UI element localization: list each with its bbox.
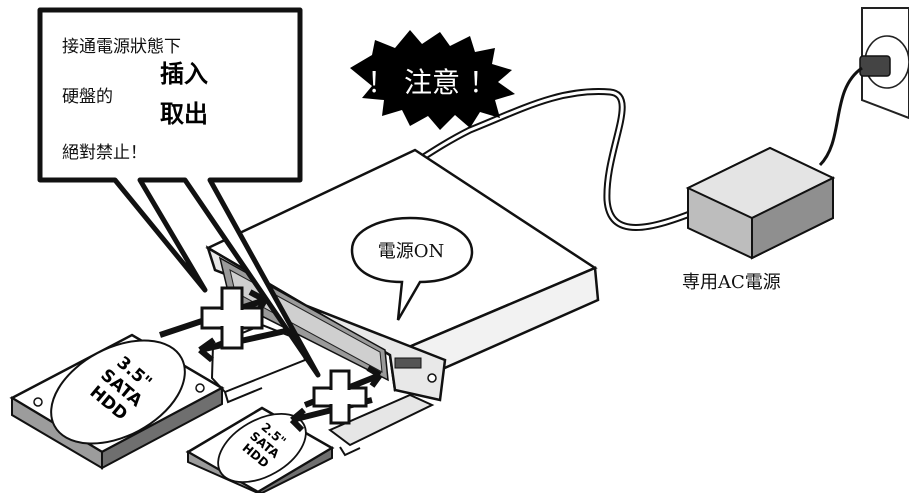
power-on-label: 電源ON bbox=[378, 241, 445, 262]
hdd-35-drive: 3.5" SATA HDD bbox=[12, 319, 222, 468]
callout-action-remove: 取出 bbox=[160, 100, 208, 128]
callout-action-insert: 插入 bbox=[160, 60, 208, 88]
callout-line-3: 絕對禁止！ bbox=[62, 143, 147, 163]
callout-line-1: 接通電源狀態下 bbox=[62, 37, 181, 57]
callout-line-2: 硬盤的 bbox=[62, 87, 113, 107]
power-cable-outlet bbox=[820, 68, 862, 165]
wall-outlet bbox=[860, 8, 909, 118]
caution-label: ！ 注意 ！ bbox=[367, 66, 497, 99]
ac-adapter bbox=[688, 148, 833, 258]
caution-burst: ！ 注意 ！ bbox=[350, 30, 515, 130]
adapter-caption: 専用AC電源 bbox=[682, 272, 781, 293]
